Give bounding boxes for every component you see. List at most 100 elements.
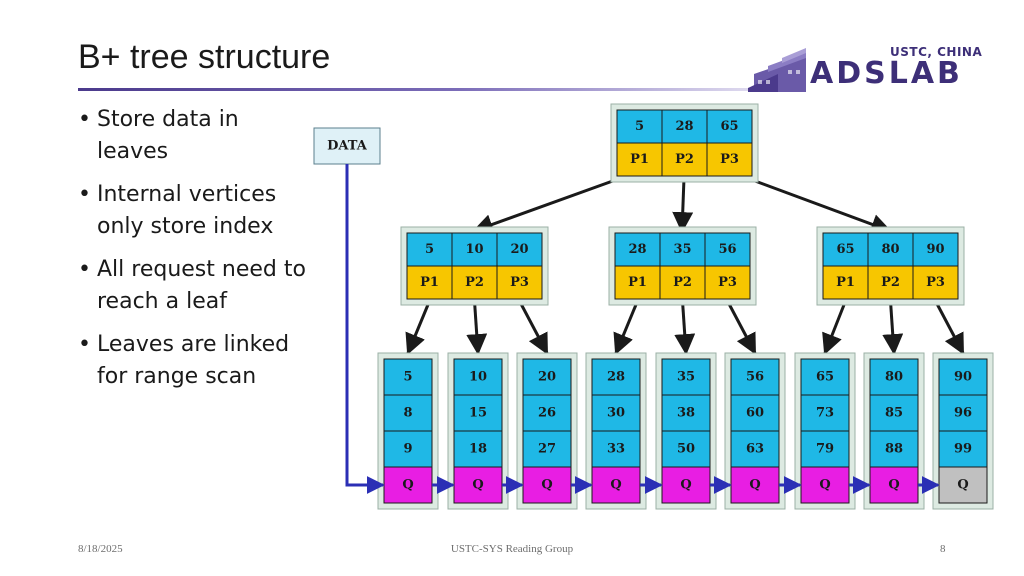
pointer-cell — [706, 142, 753, 177]
pointer-cell — [661, 142, 708, 177]
pointer-label: P3 — [926, 275, 945, 290]
key-cell — [451, 232, 498, 267]
pointer-label: P2 — [465, 275, 484, 290]
data-label: DATA — [327, 139, 368, 154]
leaf-key-cell — [938, 394, 988, 432]
leaf-key-cell — [800, 394, 850, 432]
key-cell — [706, 109, 753, 144]
key-cell — [912, 232, 959, 267]
leaf-key-label: 8 — [403, 406, 412, 421]
building-icon — [748, 48, 806, 92]
leaf-key-cell — [938, 358, 988, 396]
data-arrow — [345, 164, 385, 494]
key-label: 65 — [836, 242, 854, 257]
leaf-key-cell — [869, 394, 919, 432]
pointer-label: P2 — [673, 275, 692, 290]
bullet-item: All request need to reach a leaf — [78, 254, 310, 318]
leaf-key-cell — [591, 358, 641, 396]
leaf-key-label: 99 — [954, 442, 972, 457]
tree-arrow — [746, 176, 892, 235]
tree-arrow — [726, 300, 757, 355]
tree-arrow — [518, 300, 549, 355]
leaf-key-label: 28 — [607, 370, 625, 385]
tree-arrow — [822, 300, 847, 355]
leaf-key-cell — [383, 358, 433, 396]
leaf-link-label: Q — [888, 478, 899, 493]
leaf-key-label: 35 — [677, 370, 695, 385]
key-label: 10 — [465, 242, 483, 257]
leaf-link-label: Q — [541, 478, 552, 493]
bullet-item: Store data in leaves — [78, 104, 310, 168]
leaf-key-cell — [869, 430, 919, 468]
leaf-key-cell — [453, 358, 503, 396]
pointer-cell — [704, 265, 751, 300]
tree-arrow — [934, 300, 965, 355]
leaf-key-label: 60 — [746, 406, 764, 421]
pointer-label: P3 — [510, 275, 529, 290]
pointer-cell — [822, 265, 869, 300]
leaf-key-cell — [661, 358, 711, 396]
pointer-label: P3 — [720, 152, 739, 167]
key-label: 28 — [628, 242, 646, 257]
key-label: 5 — [635, 119, 644, 134]
leaf-key-label: 10 — [469, 370, 487, 385]
leaf-key-cell — [730, 394, 780, 432]
data-box — [313, 127, 381, 165]
pointer-label: P1 — [630, 152, 649, 167]
leaf-key-cell — [453, 430, 503, 468]
leaf-key-label: 15 — [469, 406, 487, 421]
tree-arrow — [613, 300, 639, 355]
leaf-link-cell — [800, 466, 850, 504]
leaf-key-label: 5 — [403, 370, 412, 385]
leaf-link-cell — [730, 466, 780, 504]
leaf-key-cell — [522, 430, 572, 468]
pointer-cell — [496, 265, 543, 300]
leaf-key-label: 50 — [677, 442, 695, 457]
key-label: 80 — [881, 242, 899, 257]
leaf-key-label: 85 — [885, 406, 903, 421]
pointer-cell — [912, 265, 959, 300]
leaf-key-label: 63 — [746, 442, 764, 457]
leaf-key-label: 96 — [954, 406, 972, 421]
key-label: 35 — [673, 242, 691, 257]
key-label: 20 — [510, 242, 528, 257]
leaf-key-label: 20 — [538, 370, 556, 385]
leaf-key-label: 80 — [885, 370, 903, 385]
leaf-link-label: Q — [819, 478, 830, 493]
leaf-key-cell — [522, 358, 572, 396]
tree-arrow — [672, 177, 694, 234]
leaf-link-label: Q — [957, 478, 968, 493]
tree-arrow — [405, 300, 431, 355]
bullet-item: Leaves are linked for range scan — [78, 329, 310, 393]
tree-arrow — [472, 176, 622, 235]
pointer-cell — [616, 142, 663, 177]
leaf-key-label: 27 — [538, 442, 556, 457]
logo-subtitle: USTC, CHINA — [890, 45, 983, 59]
key-cell — [496, 232, 543, 267]
bullet-item: Internal vertices only store index — [78, 179, 310, 243]
pointer-label: P1 — [420, 275, 439, 290]
leaf-key-label: 9 — [403, 442, 412, 457]
leaf-key-label: 26 — [538, 406, 556, 421]
key-cell — [614, 232, 661, 267]
leaf-key-label: 88 — [885, 442, 903, 457]
key-cell — [822, 232, 869, 267]
tree-arrow — [674, 300, 696, 356]
leaf-key-label: 65 — [816, 370, 834, 385]
pointer-label: P1 — [836, 275, 855, 290]
pointer-label: P1 — [628, 275, 647, 290]
key-label: 5 — [425, 242, 434, 257]
leaf-key-cell — [591, 394, 641, 432]
bullet-list: Store data in leaves Internal vertices o… — [78, 104, 310, 404]
pointer-label: P2 — [881, 275, 900, 290]
leaf-link-cell — [453, 466, 503, 504]
leaf-key-label: 18 — [469, 442, 487, 457]
slide-title: B+ tree structure — [78, 38, 331, 76]
leaf-key-label: 30 — [607, 406, 625, 421]
leaf-key-cell — [453, 394, 503, 432]
key-cell — [661, 109, 708, 144]
leaf-key-cell — [869, 358, 919, 396]
logo-name: ADSLAB — [810, 56, 963, 91]
tree-arrow — [466, 300, 488, 356]
key-label: 90 — [926, 242, 944, 257]
